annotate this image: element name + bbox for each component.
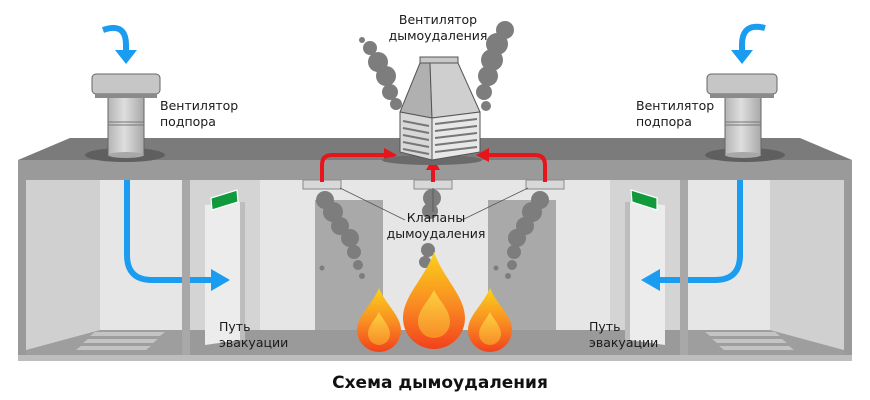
partition-right <box>680 180 688 355</box>
diagram-title: Схема дымоудаления <box>332 373 548 393</box>
evac-left-label-1: Путь <box>219 319 250 334</box>
supply-arrowheads <box>115 50 753 291</box>
exhaust-fan-label-1: Вентилятор <box>399 12 477 27</box>
supply-fan-right-label-1: Вентилятор <box>636 98 714 113</box>
foundation <box>18 355 852 361</box>
supply-fan-left-label-1: Вентилятор <box>160 98 238 113</box>
stairs-right <box>705 332 794 350</box>
exit-sign-right <box>630 189 658 211</box>
right-room-sidewall <box>770 180 844 350</box>
evac-right-label-2: эвакуации <box>589 335 658 350</box>
exit-sign-left <box>210 189 239 211</box>
supply-air-right <box>688 180 743 283</box>
smoke-arrow-left <box>320 153 385 182</box>
flame-right <box>468 288 512 352</box>
exhaust-fan <box>382 56 482 165</box>
supply-fan-right-label-2: подпора <box>636 114 692 129</box>
smoke-flow-arrows <box>320 153 547 182</box>
supply-air-left <box>124 180 182 283</box>
fire <box>357 252 512 352</box>
valves-label-1: Клапаны <box>407 210 465 225</box>
evac-right-label-1: Путь <box>589 319 620 334</box>
outer-wall-left <box>18 180 26 355</box>
outer-wall-right <box>844 180 852 355</box>
flame-left <box>357 288 401 352</box>
labels: Вентилятор дымоудаления Вентилятор подпо… <box>160 12 714 393</box>
smoke-arrow-right <box>488 153 547 182</box>
partition-left <box>182 180 190 355</box>
supply-fan-right <box>705 73 785 162</box>
supply-arrow-top-right <box>739 23 766 52</box>
evac-left-label-2: эвакуации <box>219 335 288 350</box>
supply-arrow-top-left <box>102 24 129 52</box>
valve-pointer-lines <box>339 187 529 221</box>
door-left <box>205 202 245 345</box>
stairs-left <box>76 332 165 350</box>
smoke <box>316 21 549 285</box>
supply-fan-left <box>85 73 165 162</box>
exhaust-fan-label-2: дымоудаления <box>389 28 488 43</box>
left-room-sidewall <box>26 180 100 350</box>
door-right <box>625 202 665 345</box>
valves-label-2: дымоудаления <box>387 226 486 241</box>
flame-center <box>403 252 465 349</box>
supply-air-arrows <box>102 23 766 283</box>
supply-fan-left-label-2: подпора <box>160 114 216 129</box>
